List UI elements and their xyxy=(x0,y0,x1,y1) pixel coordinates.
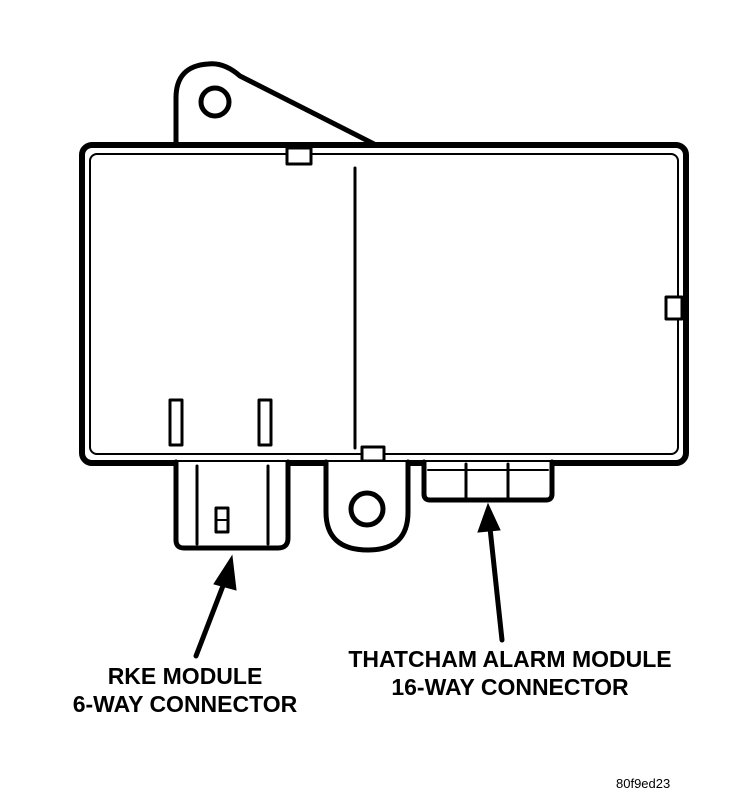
thatcham-callout-line-1: THATCHAM ALARM MODULE xyxy=(348,646,672,672)
upper-mounting-tab xyxy=(173,61,385,151)
thatcham-leader-line xyxy=(487,525,505,643)
side-snap-clip xyxy=(664,295,684,321)
figure-id: 80f9ed23 xyxy=(616,776,671,791)
terminal-slot-right xyxy=(257,398,273,447)
rke-leader-arrowhead xyxy=(213,554,237,591)
lower-mounting-hole xyxy=(348,490,386,528)
terminal-slot-left xyxy=(168,398,184,447)
rke-6-way-connector xyxy=(173,459,291,551)
upper-mounting-hole xyxy=(198,85,232,119)
thatcham-connector-callout: THATCHAM ALARM MODULE 16-WAY CONNECTOR xyxy=(320,645,700,701)
rke-connector-callout: RKE MODULE 6-WAY CONNECTOR xyxy=(40,662,330,718)
thatcham-callout-line-2: 16-WAY CONNECTOR xyxy=(391,674,629,700)
rke-callout-line-1: RKE MODULE xyxy=(107,663,263,689)
thatcham-16-way-connector xyxy=(421,459,555,503)
rke-leader-line xyxy=(193,575,229,659)
thatcham-leader-arrowhead xyxy=(477,502,501,533)
top-snap-clip xyxy=(285,146,313,166)
rke-callout-line-2: 6-WAY CONNECTOR xyxy=(72,691,298,717)
bottom-snap-clip xyxy=(360,445,386,463)
